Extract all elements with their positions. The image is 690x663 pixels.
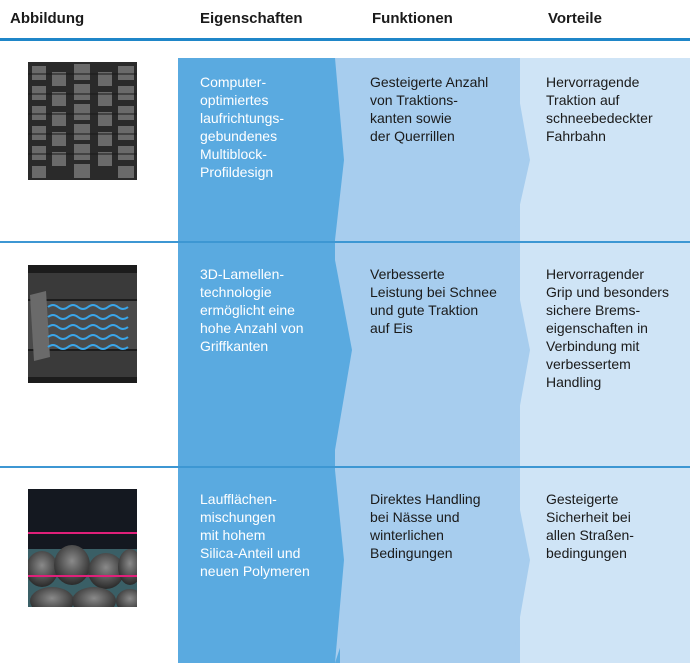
row2-funktionen: Verbesserte Leistung bei Schnee und gute… [370, 266, 497, 336]
row-divider [0, 466, 690, 468]
header-eigenschaften: Eigenschaften [200, 10, 303, 27]
funktionen-column-bg [340, 58, 530, 663]
table-header: Abbildung Eigenschaften Funktionen Vorte… [0, 0, 690, 40]
row2-vorteile: Hervorragender Grip und besonders sicher… [546, 266, 669, 390]
funktionen-chevron-edge [505, 58, 530, 663]
header-divider [0, 38, 690, 41]
row3-funktionen: Direktes Handling bei Nässe und winterli… [370, 491, 481, 561]
row1-vorteile: Hervorragende Traktion auf schneebedeckt… [546, 74, 653, 144]
row1-funktionen: Gesteigerte Anzahl von Traktions- kanten… [370, 74, 489, 144]
eigenschaften-column-bg [178, 58, 358, 663]
tread-pattern-image [28, 62, 137, 180]
silica-compound-image [28, 489, 137, 607]
row3-eigenschaften: Laufflächen- mischungen mit hohem Silica… [200, 491, 310, 579]
row1-eigenschaften: Computer- optimiertes laufrichtungs- geb… [200, 74, 285, 180]
row3-vorteile: Gesteigerte Sicherheit bei allen Straßen… [546, 491, 634, 561]
row2-eigenschaften: 3D-Lamellen- technologie ermöglicht eine… [200, 266, 304, 354]
header-vorteile: Vorteile [548, 10, 602, 27]
eigenschaften-chevron-edge [330, 58, 352, 663]
vorteile-column-bg [520, 58, 690, 663]
header-funktionen: Funktionen [372, 10, 453, 27]
sipe-technology-image [28, 265, 137, 383]
header-abbildung: Abbildung [10, 10, 85, 27]
row-divider [0, 241, 690, 243]
